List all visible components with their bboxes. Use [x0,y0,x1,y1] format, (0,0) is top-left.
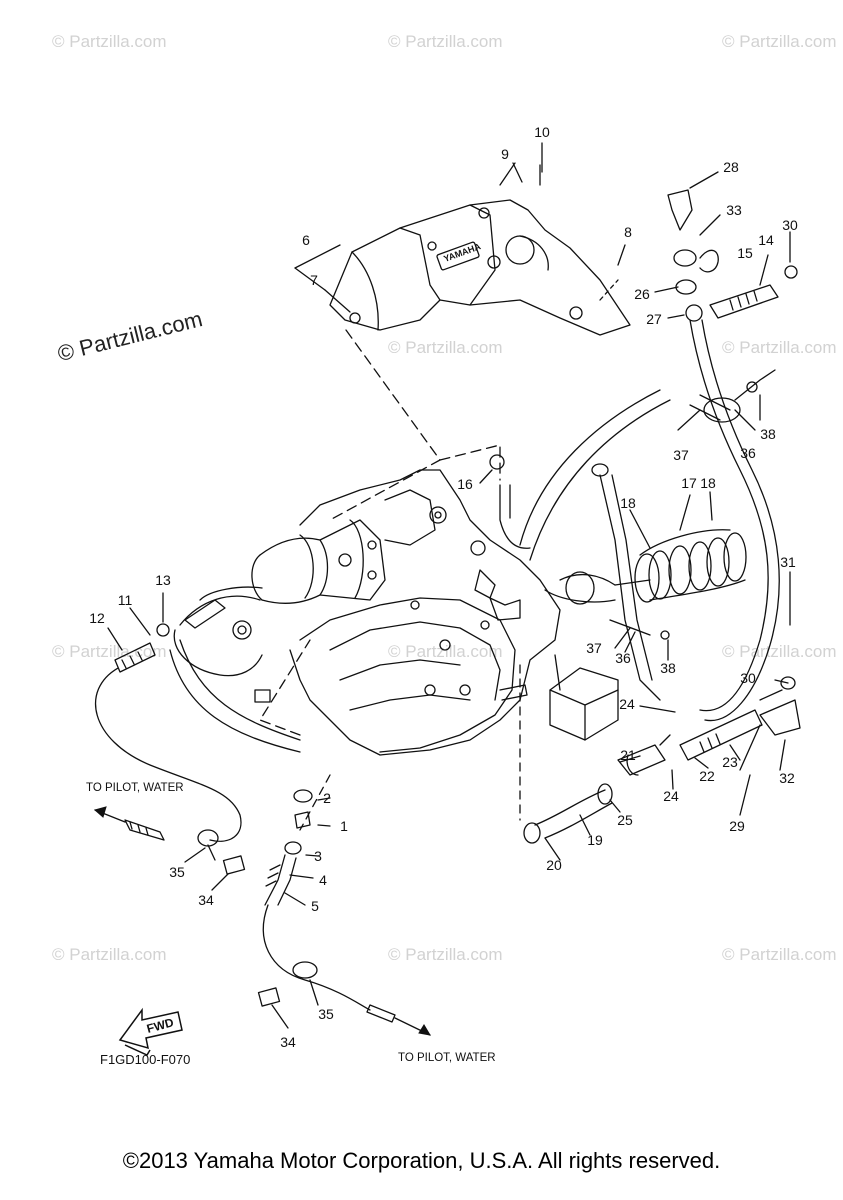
copyright-footer: ©2013 Yamaha Motor Corporation, U.S.A. A… [122,1148,721,1173]
callout-17: 17 [681,475,697,491]
watermark: © Partzilla.com [722,642,837,661]
callout-10: 10 [534,124,550,140]
callout-37a: 37 [673,447,689,463]
callout-34a: 34 [198,892,214,908]
to-pilot-water-note-lower: TO PILOT, WATER [398,1052,496,1064]
callout-21: 21 [620,747,636,763]
fwd-label: FWD [145,1015,175,1036]
callout-24b: 24 [663,788,679,804]
callout-19: 19 [587,832,603,848]
callout-11: 11 [117,592,133,608]
callout-30a: 30 [782,217,798,233]
callout-16: 16 [457,476,473,492]
watermark: © Partzilla.com [722,338,837,357]
callout-37b: 37 [586,640,602,656]
callout-32: 32 [779,770,795,786]
callout-14: 14 [758,232,774,248]
to-pilot-water-note-upper: TO PILOT, WATER [86,782,184,794]
fwd-arrow-icon [118,1007,183,1056]
watermark: © Partzilla.com [52,945,167,964]
callout-29: 29 [729,818,745,834]
callout-18a: 18 [620,495,636,511]
watermark: © Partzilla.com [722,32,837,51]
callout-6: 6 [302,232,310,248]
callout-12: 12 [89,610,105,626]
callout-35a: 35 [169,864,185,880]
callout-4: 4 [319,872,327,888]
callout-38b: 38 [660,660,676,676]
callout-35b: 35 [318,1006,334,1022]
callout-18b: 18 [700,475,716,491]
watermark: © Partzilla.com [52,642,167,661]
cover-brand-text: YAMAHA [442,241,482,264]
callout-22: 22 [699,768,715,784]
callout-23: 23 [722,754,738,770]
callout-31: 31 [780,554,796,570]
watermark: © Partzilla.com [722,945,837,964]
diagram-code: F1GD100-F070 [100,1052,191,1067]
callout-30b: 30 [740,670,756,686]
callout-26: 26 [634,286,650,302]
watermark: © Partzilla.com [388,32,503,51]
callout-13: 13 [155,572,171,588]
callout-8: 8 [624,224,632,240]
watermark: © Partzilla.com [388,338,503,357]
callout-3: 3 [314,848,322,864]
callout-38a: 38 [760,426,776,442]
callout-34b: 34 [280,1034,296,1050]
callout-20: 20 [546,857,562,873]
watermark: © Partzilla.com [52,32,167,51]
callout-24a: 24 [619,696,635,712]
callout-36b: 36 [615,650,631,666]
watermark: © Partzilla.com [388,945,503,964]
callout-25: 25 [617,812,633,828]
callout-27: 27 [646,311,662,327]
callout-33: 33 [726,202,742,218]
callout-7: 7 [310,272,318,288]
callout-36a: 36 [740,445,756,461]
callout-1: 1 [340,818,348,834]
callout-5: 5 [311,898,319,914]
watermark: © Partzilla.com [388,642,503,661]
callout-28: 28 [723,159,739,175]
callout-15: 15 [737,245,753,261]
callout-9: 9 [501,146,509,162]
callout-2: 2 [323,790,331,806]
